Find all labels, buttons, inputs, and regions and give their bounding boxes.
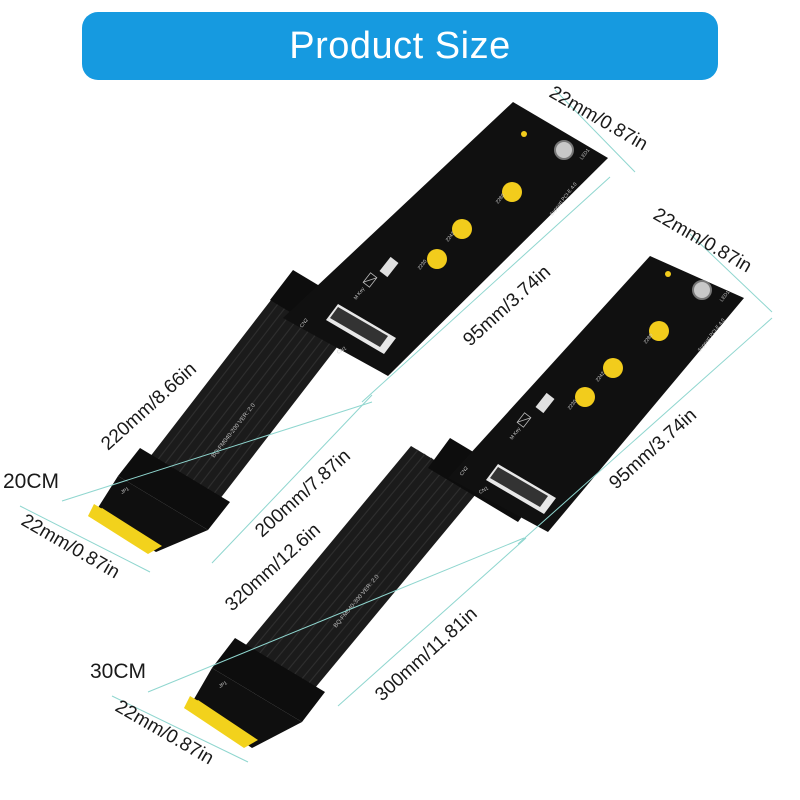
m2-plug-pcb — [190, 668, 302, 748]
dimension-lines-30cm — [111, 233, 773, 763]
dimension-lines-20cm — [19, 89, 636, 573]
mount-hole-2280 — [502, 182, 522, 202]
mount-hole-2242 — [452, 219, 472, 239]
cn1-label: CN1 — [478, 485, 490, 495]
cn2-label: CN2 — [299, 317, 310, 329]
cable-end-block — [212, 638, 325, 722]
product-20cm: BQ-FM040-200 VER: 2.0 JP1 2230 2242 2280… — [88, 102, 608, 554]
cn2-label: CN2 — [459, 465, 470, 477]
page-title: Product Size — [289, 25, 511, 67]
slot-label-2280: 2280 — [495, 193, 507, 206]
mount-hole-2230 — [427, 249, 447, 269]
jp1-label: JP1 — [120, 486, 131, 496]
slot-label-2280: 2280 — [643, 333, 655, 346]
m2-slot-inner — [330, 307, 388, 347]
gold-fingers — [184, 700, 258, 748]
standoff-screw — [692, 280, 712, 300]
cn1-label: CN1 — [336, 345, 348, 355]
length-label-30cm: 30CM — [90, 660, 146, 683]
m2-plug-pcb — [94, 476, 208, 552]
product-30cm: BQ-FM040-300 VER: 2.0 JP1 2230 2242 2280… — [184, 256, 744, 748]
small-chip — [379, 256, 399, 278]
slot-label-2230: 2230 — [417, 259, 429, 272]
standoff-screw — [554, 140, 574, 160]
small-chip — [535, 392, 555, 414]
slot-label-2242: 2242 — [445, 231, 457, 244]
mount-hole-2242 — [603, 358, 623, 378]
slot-label-2230: 2230 — [567, 399, 579, 412]
cable-grooves — [246, 449, 475, 691]
plug-notch-finger — [88, 504, 104, 522]
cable-length-dim: 300mm/11.81in — [371, 603, 481, 705]
gold-fingers — [88, 508, 162, 554]
adapter-board — [448, 256, 744, 532]
plug-notch-finger — [184, 696, 200, 714]
m2-slot-inner — [490, 467, 548, 507]
corner-pad — [665, 271, 671, 277]
slot-label-2242: 2242 — [595, 371, 607, 384]
latch-icon — [362, 272, 378, 288]
title-banner: Product Size — [82, 12, 718, 80]
adapter-board — [283, 102, 608, 376]
mount-hole-2230 — [575, 387, 595, 407]
latch-icon — [516, 412, 532, 428]
corner-pad — [521, 131, 527, 137]
cable-grooves — [152, 303, 335, 501]
mount-hole-2280 — [649, 321, 669, 341]
jp1-label: JP1 — [218, 680, 229, 690]
cable-end-block — [118, 448, 230, 530]
length-label-20cm: 20CM — [3, 470, 59, 493]
